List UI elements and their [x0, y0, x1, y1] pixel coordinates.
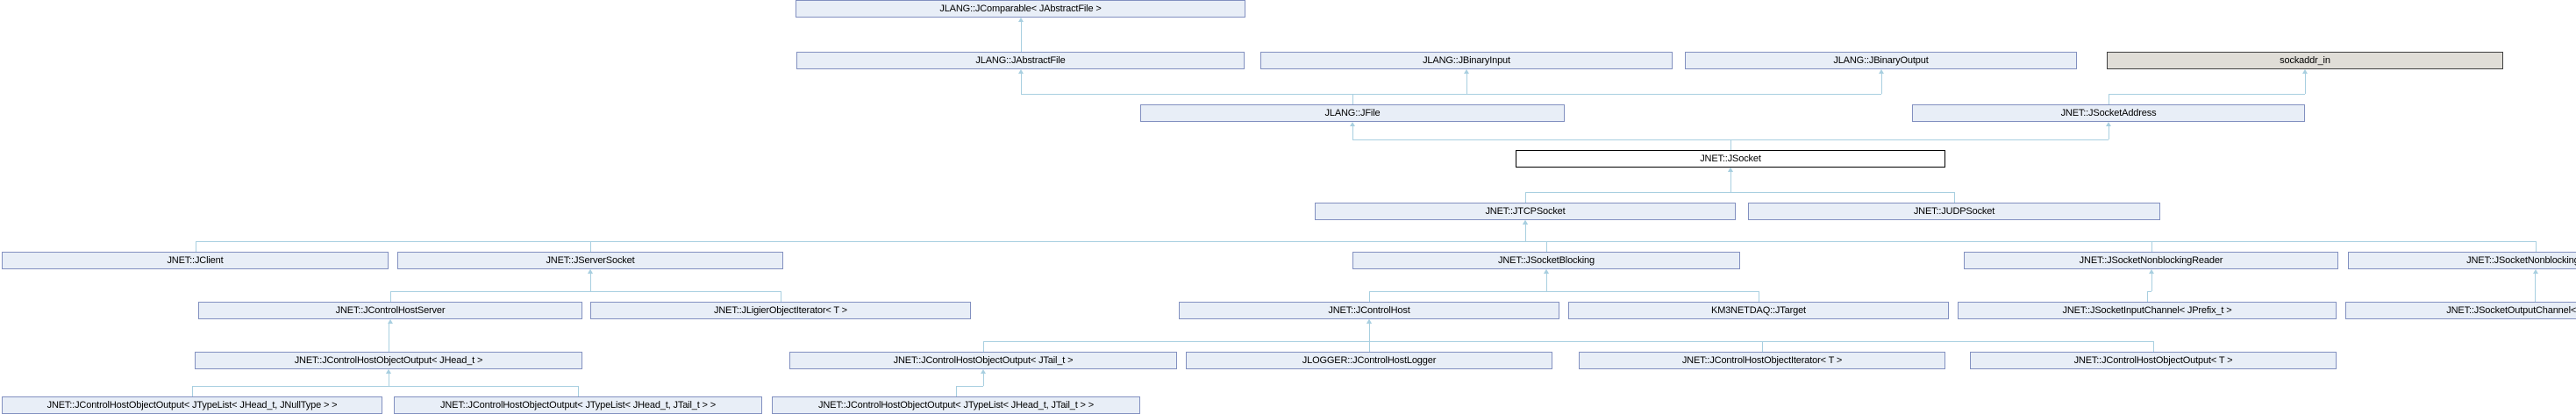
class-node-jcontrolhostserver[interactable]: JNET::JControlHostServer [198, 302, 582, 319]
edge-jchoo_jhead-to-jcontrolhostserver-arrow [388, 319, 393, 324]
edge-jchoo_t-to-jcontrolhost-v1 [2153, 341, 2154, 352]
class-node-jabstractfile[interactable]: JLANG::JAbstractFile [796, 52, 1245, 69]
edge-jsocknbreader-to-jtcpsocket-v1 [2151, 241, 2152, 252]
edge-jchoo_tl_tail-to-jchoo_jhead-v1 [578, 386, 579, 396]
edge-judpsocket-to-jsocket-h [1730, 192, 1954, 193]
edge-jfile-to-jbinaryinput-v2 [1466, 74, 1467, 94]
edge-jsockoutputchannel-to-jsocknbwriter-v [2535, 274, 2536, 302]
class-node-jsocknbwriter[interactable]: JNET::JSocketNonblockingWriter [2348, 252, 2576, 269]
edge-jchoo_tl_tail2-to-jchoo_jtail-v1 [956, 386, 957, 396]
edge-jfile-to-jbinaryinput-arrow [1464, 69, 1469, 74]
edge-jsocket-to-jfile-h [1352, 139, 1730, 140]
class-node-jligierobjectiter[interactable]: JNET::JLigierObjectIterator< T > [590, 302, 971, 319]
edge-jchoo_tl_tail-to-jchoo_jhead-h [389, 386, 578, 387]
class-node-sockaddr_in[interactable]: sockaddr_in [2107, 52, 2503, 69]
class-node-jcomparable[interactable]: JLANG::JComparable< JAbstractFile > [796, 0, 1245, 18]
edge-jsockinputchannel-to-jsocknbreader-h [2147, 291, 2151, 292]
edge-jsocketaddress-to-sockaddr_in-v2 [2305, 74, 2306, 94]
class-node-jcontrolhost[interactable]: JNET::JControlHost [1179, 302, 1559, 319]
class-node-jfile[interactable]: JLANG::JFile [1140, 104, 1565, 122]
edge-jchoo_tl_null-to-jchoo_jhead-v1 [192, 386, 193, 396]
class-node-jclient[interactable]: JNET::JClient [2, 252, 389, 269]
edge-jsocknbwriter-to-jtcpsocket-v2 [1525, 225, 1526, 241]
edge-jcontrolhost-to-jsocketblocking-h [1369, 291, 1546, 292]
edge-judpsocket-to-jsocket-arrow [1728, 168, 1733, 172]
edge-jcontrolhostserver-to-jserversocket-v1 [390, 291, 391, 302]
edge-jchoo_tl_tail2-to-jchoo_jtail-h [956, 386, 983, 387]
edge-km3netdaq_jtarget-to-jsocketblocking-v2 [1546, 274, 1547, 291]
edge-jsocketblocking-to-jtcpsocket-v1 [1546, 241, 1547, 252]
class-node-jchoiter_t[interactable]: JNET::JControlHostObjectIterator< T > [1579, 352, 1945, 369]
class-node-jserversocket[interactable]: JNET::JServerSocket [397, 252, 783, 269]
edge-jfile-to-jbinaryoutput-v2 [1881, 74, 1882, 94]
edge-jsocket-to-jsocketaddress-h [1730, 139, 2109, 140]
class-node-jchoo_tl_tail[interactable]: JNET::JControlHostObjectOutput< JTypeLis… [394, 396, 762, 414]
class-node-jchoo_t[interactable]: JNET::JControlHostObjectOutput< T > [1970, 352, 2337, 369]
edge-judpsocket-to-jsocket-v1 [1954, 192, 1955, 203]
class-node-jbinaryoutput[interactable]: JLANG::JBinaryOutput [1685, 52, 2077, 69]
edge-jsocketaddress-to-sockaddr_in-arrow [2302, 69, 2308, 74]
class-node-judpsocket[interactable]: JNET::JUDPSocket [1748, 203, 2160, 220]
class-node-jcontrolhostlogger[interactable]: JLOGGER::JControlHostLogger [1186, 352, 1552, 369]
edge-jserversocket-to-jtcpsocket-v1 [590, 241, 591, 252]
class-node-jchoo_tl_null[interactable]: JNET::JControlHostObjectOutput< JTypeLis… [2, 396, 382, 414]
class-node-jchoo_jtail[interactable]: JNET::JControlHostObjectOutput< JTail_t … [789, 352, 1177, 369]
edge-jtcpsocket-to-jsocket-h [1525, 192, 1730, 193]
edge-jabstractfile-to-jcomparable-v [1021, 22, 1022, 52]
class-node-jbinaryinput[interactable]: JLANG::JBinaryInput [1260, 52, 1673, 69]
edge-jchoo_jtail-to-jcontrolhost-h [983, 341, 1369, 342]
class-node-jsocknbreader[interactable]: JNET::JSocketNonblockingReader [1964, 252, 2338, 269]
class-node-km3netdaq_jtarget[interactable]: KM3NETDAQ::JTarget [1568, 302, 1949, 319]
edge-jligierobjectiter-to-jserversocket-v2 [590, 274, 591, 291]
edge-jchoo_t-to-jcontrolhost-v2 [1369, 324, 1370, 341]
edge-jsockoutputchannel-to-jsocknbwriter-arrow [2533, 269, 2538, 274]
edge-jfile-to-jabstractfile-v2 [1021, 74, 1022, 94]
edge-km3netdaq_jtarget-to-jsocketblocking-arrow [1544, 269, 1549, 274]
edge-jfile-to-jbinaryoutput-arrow [1879, 69, 1884, 74]
edge-jligierobjectiter-to-jserversocket-arrow [588, 269, 593, 274]
edge-jsocketaddress-to-sockaddr_in-h [2109, 94, 2305, 95]
class-node-jchoo_tl_tail2[interactable]: JNET::JControlHostObjectOutput< JTypeLis… [772, 396, 1140, 414]
edge-jchoo_tl_tail2-to-jchoo_jtail-arrow [981, 369, 986, 374]
edge-jsocket-to-jsocketaddress-v1 [1730, 139, 1731, 150]
edge-jfile-to-jabstractfile-arrow [1018, 69, 1024, 74]
class-node-jsockinputchannel[interactable]: JNET::JSocketInputChannel< JPrefix_t > [1958, 302, 2337, 319]
edge-jchoiter_t-to-jcontrolhost-v1 [1762, 341, 1763, 352]
edge-jcontrolhostserver-to-jserversocket-h [390, 291, 590, 292]
edge-jchoo_t-to-jcontrolhost-arrow [1366, 319, 1372, 324]
edge-jfile-to-jabstractfile-h [1021, 94, 1353, 95]
class-node-jsocketaddress[interactable]: JNET::JSocketAddress [1912, 104, 2305, 122]
edge-jsocknbwriter-to-jtcpsocket-v1 [2536, 241, 2537, 252]
edge-jsocknbwriter-to-jtcpsocket-h [1525, 241, 2536, 242]
edge-jsockinputchannel-to-jsocknbreader-v2 [2151, 274, 2152, 291]
edge-jligierobjectiter-to-jserversocket-h [590, 291, 781, 292]
edge-judpsocket-to-jsocket-v2 [1730, 172, 1731, 192]
class-node-jchoo_jhead[interactable]: JNET::JControlHostObjectOutput< JHead_t … [195, 352, 582, 369]
edge-km3netdaq_jtarget-to-jsocketblocking-h [1546, 291, 1759, 292]
edge-jfile-to-jbinaryoutput-v1 [1352, 94, 1353, 104]
edge-jsocket-to-jsocketaddress-arrow [2106, 122, 2111, 126]
class-node-jsocketblocking[interactable]: JNET::JSocketBlocking [1352, 252, 1740, 269]
edge-jchoo_tl_tail-to-jchoo_jhead-arrow [386, 369, 391, 374]
edge-jchoo_tl_tail2-to-jchoo_jtail-v2 [983, 374, 984, 386]
edge-jserversocket-to-jtcpsocket-h [590, 241, 1525, 242]
edge-jfile-to-jbinaryoutput-h [1352, 94, 1881, 95]
edge-jchoo_t-to-jcontrolhost-h [1369, 341, 2153, 342]
edge-jsocknbwriter-to-jtcpsocket-arrow [1523, 220, 1528, 225]
edge-jcontrolhost-to-jsocketblocking-v1 [1369, 291, 1370, 302]
class-node-jsocket: JNET::JSocket [1516, 150, 1945, 168]
edge-jsockinputchannel-to-jsocknbreader-v1 [2147, 291, 2148, 302]
edge-jtcpsocket-to-jsocket-v1 [1525, 192, 1526, 203]
edge-jabstractfile-to-jcomparable-arrow [1018, 18, 1024, 22]
edge-jsocket-to-jfile-arrow [1350, 122, 1355, 126]
class-node-jtcpsocket[interactable]: JNET::JTCPSocket [1315, 203, 1736, 220]
edge-jchoo_jtail-to-jcontrolhost-v1 [983, 341, 984, 352]
edge-jsocket-to-jfile-v2 [1352, 126, 1353, 139]
edge-jchoo_tl_null-to-jchoo_jhead-h [192, 386, 389, 387]
class-node-jsockoutputchannel[interactable]: JNET::JSocketOutputChannel< JPrefix_t > [2345, 302, 2576, 319]
edge-jsockinputchannel-to-jsocknbreader-arrow [2149, 269, 2154, 274]
